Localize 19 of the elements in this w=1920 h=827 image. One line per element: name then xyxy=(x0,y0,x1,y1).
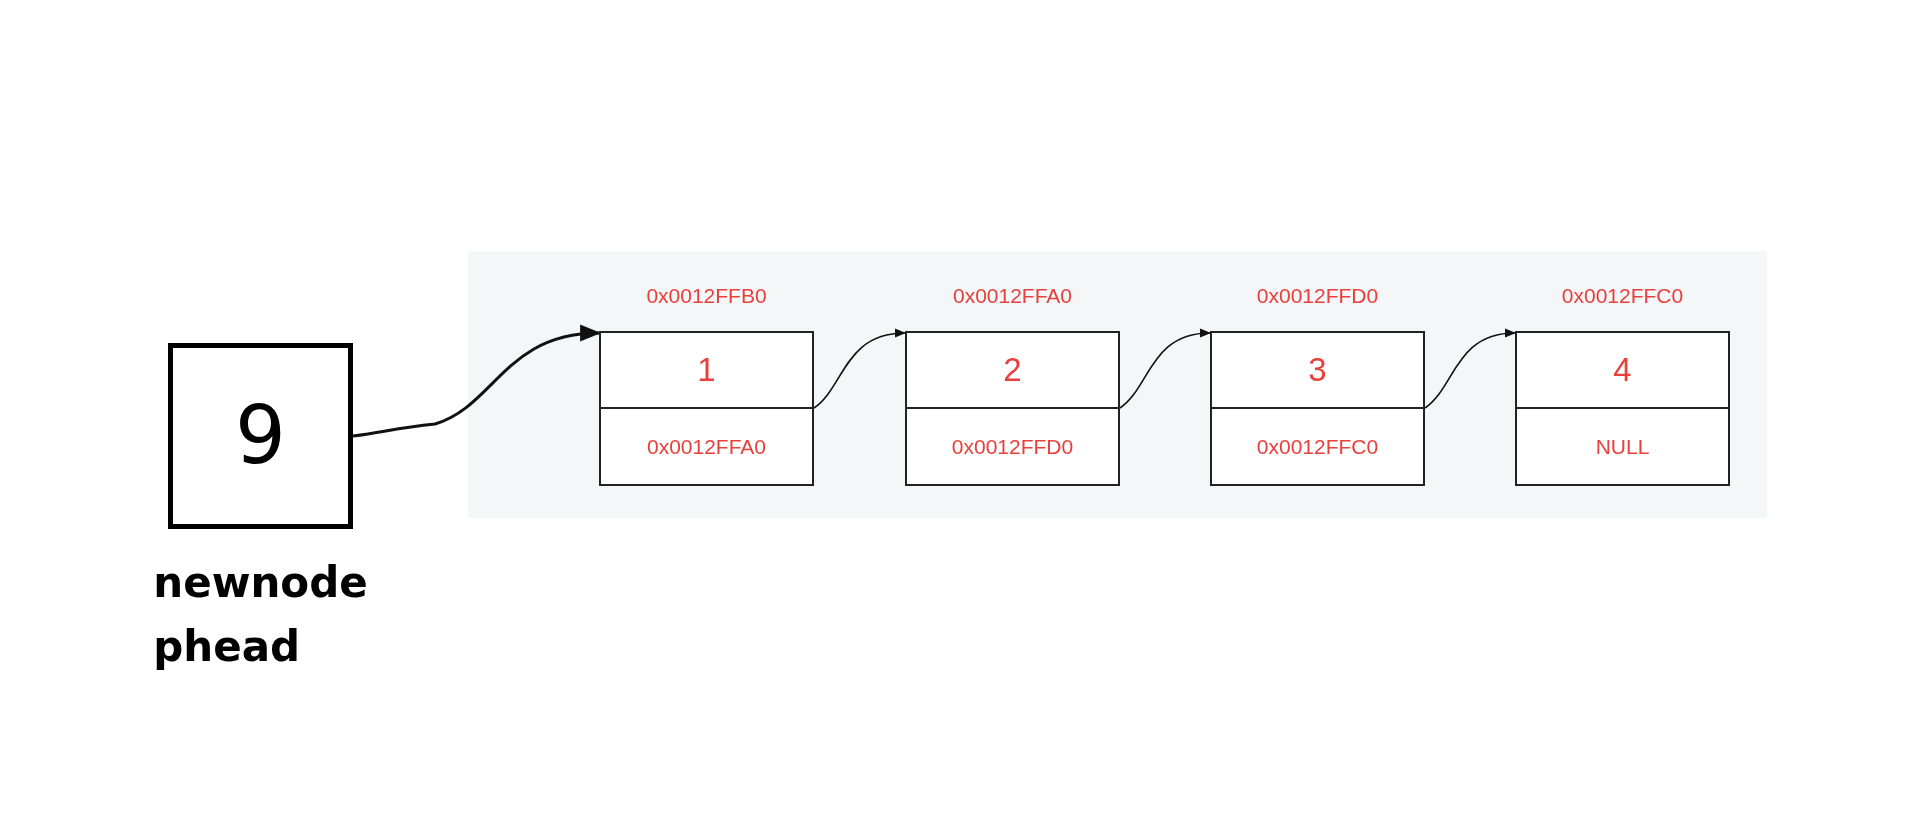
node-value: 9 xyxy=(235,388,286,484)
next-address: NULL xyxy=(1595,433,1650,460)
node-value: 4 xyxy=(1613,350,1632,391)
node-address: 0x0012FFC0 xyxy=(1561,283,1684,309)
node-value: 3 xyxy=(1308,350,1327,391)
node-address: 0x0012FFD0 xyxy=(1256,283,1379,309)
node-value: 2 xyxy=(1003,350,1022,391)
arrow xyxy=(1424,329,1517,409)
next-address: 0x0012FFC0 xyxy=(1256,433,1379,460)
next-address: 0x0012FFD0 xyxy=(951,433,1074,460)
node-address: 0x0012FFA0 xyxy=(952,283,1073,309)
node-caption: phead xyxy=(153,621,301,673)
next-address: 0x0012FFA0 xyxy=(646,433,767,460)
node-address: 0x0012FFB0 xyxy=(646,283,767,309)
arrow xyxy=(1119,329,1212,409)
node-caption: newnode xyxy=(153,557,368,609)
arrow xyxy=(352,325,602,438)
node-value: 1 xyxy=(697,350,716,391)
arrow xyxy=(813,329,907,409)
